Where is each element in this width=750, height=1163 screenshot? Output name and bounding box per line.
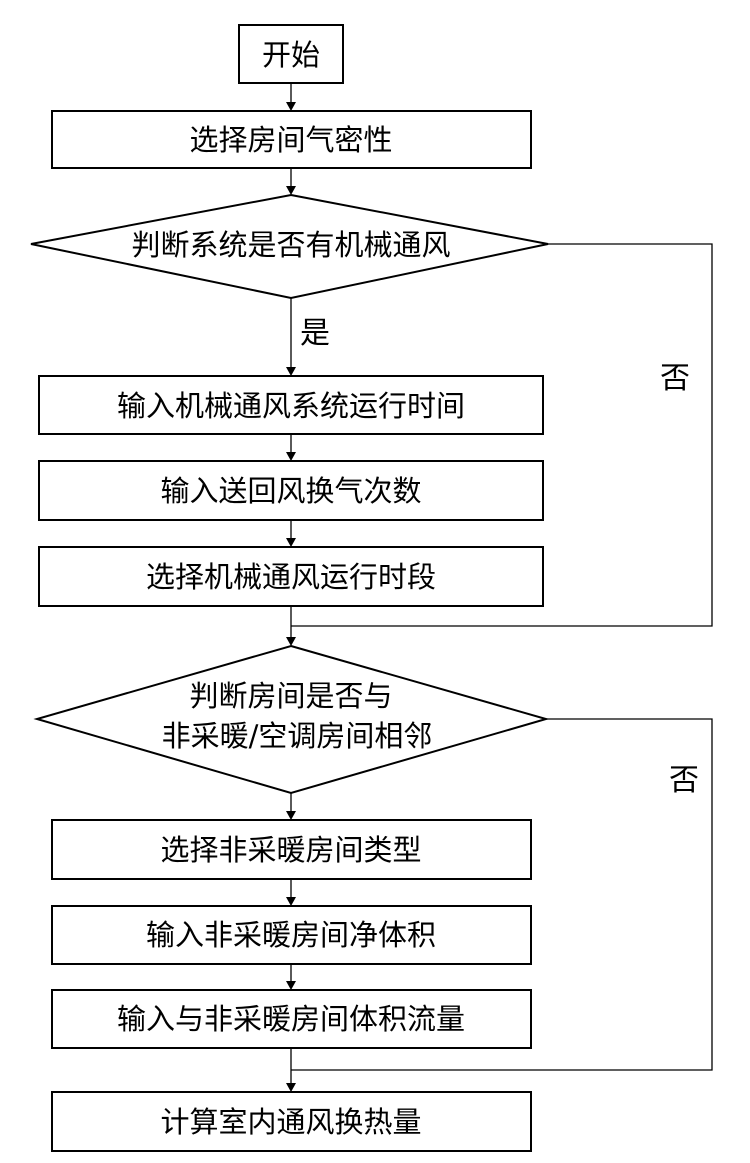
node-calc-heat-exchange-label: 计算室内通风换热量 (160, 1105, 421, 1139)
node-select-unheated-type: 选择非采暖房间类型 (51, 819, 532, 880)
node-select-airtightness: 选择房间气密性 (51, 110, 532, 169)
edge-label-no-2: 否 (669, 763, 699, 798)
node-decision-mech-vent: 判断系统是否有机械通风 (30, 193, 549, 300)
node-input-volume-flow: 输入与非采暖房间体积流量 (51, 989, 532, 1049)
node-select-unheated-type-label: 选择非采暖房间类型 (160, 833, 421, 867)
node-start: 开始 (238, 24, 344, 84)
edge-label-no-1: 否 (660, 361, 690, 396)
node-select-run-period-label: 选择机械通风运行时段 (146, 560, 436, 594)
node-calc-heat-exchange: 计算室内通风换热量 (51, 1091, 532, 1152)
node-decision-mech-vent-label: 判断系统是否有机械通风 (131, 228, 450, 262)
connectors (286, 83, 713, 1092)
node-input-run-time-label: 输入机械通风系统运行时间 (117, 389, 465, 423)
node-decision-adjacent: 判断房间是否与 非采暖/空调房间相邻 (33, 644, 550, 795)
node-input-run-time: 输入机械通风系统运行时间 (38, 375, 544, 435)
node-input-air-changes-label: 输入送回风换气次数 (160, 474, 421, 508)
node-input-unheated-volume-label: 输入非采暖房间净体积 (146, 918, 436, 952)
node-input-air-changes: 输入送回风换气次数 (38, 460, 544, 521)
node-start-label: 开始 (262, 38, 320, 72)
node-decision-adjacent-label-line2: 非采暖/空调房间相邻 (162, 719, 433, 753)
edge-label-yes: 是 (300, 316, 330, 351)
node-decision-adjacent-label-line1: 判断房间是否与 (189, 679, 392, 713)
node-select-run-period: 选择机械通风运行时段 (38, 546, 544, 607)
node-select-airtightness-label: 选择房间气密性 (189, 123, 392, 157)
node-input-volume-flow-label: 输入与非采暖房间体积流量 (117, 1002, 465, 1036)
node-input-unheated-volume: 输入非采暖房间净体积 (51, 905, 532, 965)
